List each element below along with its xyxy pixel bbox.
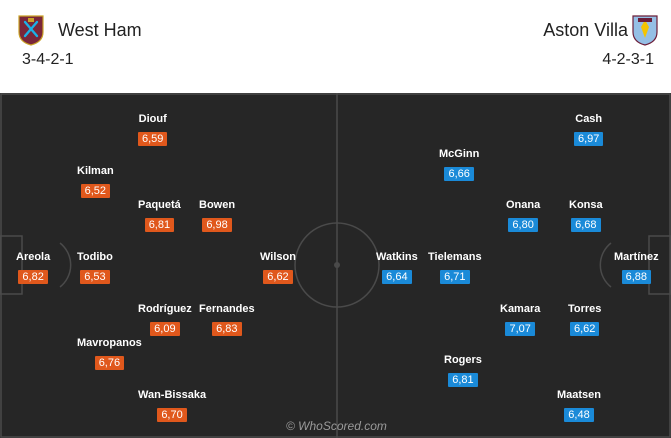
player-cash[interactable]: Cash 6,97 bbox=[574, 113, 604, 147]
player-rating: 6,62 bbox=[263, 270, 293, 284]
pitch-markings bbox=[0, 93, 671, 438]
match-header: West Ham 3-4-2-1 Aston Villa 4-2-3-1 bbox=[0, 0, 671, 93]
whoscored-watermark: © WhoScored.com bbox=[286, 419, 387, 433]
aston-villa-crest-icon bbox=[632, 15, 658, 46]
player-name: McGinn bbox=[439, 148, 480, 160]
player-rating: 6,98 bbox=[202, 218, 232, 232]
player-rating: 6,53 bbox=[80, 270, 110, 284]
player-name: Onana bbox=[506, 199, 541, 211]
player-rating: 6,88 bbox=[621, 270, 652, 284]
player-name: Watkins bbox=[376, 251, 418, 263]
player-rating: 6,81 bbox=[144, 218, 175, 232]
player-kamara[interactable]: Kamara 7,07 bbox=[500, 303, 540, 337]
player-wan-bissaka[interactable]: Wan-Bissaka 6,70 bbox=[138, 389, 206, 423]
player-rating: 6,76 bbox=[94, 356, 125, 370]
player-name: Torres bbox=[568, 303, 602, 315]
player-name: Diouf bbox=[138, 113, 167, 125]
player-torres[interactable]: Torres 6,62 bbox=[568, 303, 601, 337]
player-rating: 6,59 bbox=[138, 132, 168, 146]
player-rating: 7,07 bbox=[505, 322, 535, 336]
player-diouf[interactable]: Diouf 6,59 bbox=[138, 113, 168, 147]
player-name: Maatsen bbox=[557, 389, 602, 401]
player-name: Wan-Bissaka bbox=[138, 389, 207, 401]
player-name: Fernandes bbox=[199, 303, 255, 315]
player-fernandes[interactable]: Fernandes 6,83 bbox=[199, 303, 255, 337]
player-rogers[interactable]: Rogers 6,81 bbox=[444, 354, 482, 388]
player-rating: 6,64 bbox=[382, 270, 412, 284]
player-rating: 6,62 bbox=[570, 322, 600, 336]
player-tielemans[interactable]: Tielemans 6,71 bbox=[428, 251, 482, 285]
player-kilman[interactable]: Kilman 6,52 bbox=[77, 165, 114, 199]
player-name: Todibo bbox=[77, 251, 113, 263]
player-mcginn[interactable]: McGinn 6,66 bbox=[439, 148, 479, 182]
player-mavropanos[interactable]: Mavropanos 6,76 bbox=[77, 337, 142, 371]
player-rating: 6,81 bbox=[448, 373, 478, 387]
player-rating: 6,83 bbox=[212, 322, 242, 336]
pitch: Areola 6,82 Kilman 6,52 Todibo 6,53 Mavr… bbox=[0, 93, 671, 438]
west-ham-crest-icon bbox=[18, 15, 44, 46]
home-formation: 3-4-2-1 bbox=[22, 51, 74, 68]
player-bowen[interactable]: Bowen 6,98 bbox=[199, 199, 235, 233]
player-martinez[interactable]: Martínez 6,88 bbox=[614, 251, 659, 285]
player-rating: 6,71 bbox=[440, 270, 470, 284]
player-name: Martínez bbox=[614, 251, 659, 263]
player-rating: 6,52 bbox=[80, 184, 111, 198]
player-rating: 6,82 bbox=[18, 270, 48, 284]
player-rating: 6,68 bbox=[571, 218, 601, 232]
player-rating: 6,80 bbox=[508, 218, 538, 232]
player-rodriguez[interactable]: Rodríguez 6,09 bbox=[138, 303, 192, 337]
player-name: Bowen bbox=[199, 199, 236, 211]
player-name: Wilson bbox=[260, 251, 296, 263]
player-rating: 6,66 bbox=[444, 167, 474, 181]
player-name: Tielemans bbox=[428, 251, 482, 263]
player-name: Paquetá bbox=[138, 199, 181, 211]
player-name: Rogers bbox=[444, 354, 482, 366]
player-paqueta[interactable]: Paquetá 6,81 bbox=[138, 199, 181, 233]
player-maatsen[interactable]: Maatsen 6,48 bbox=[557, 389, 601, 423]
player-onana[interactable]: Onana 6,80 bbox=[506, 199, 540, 233]
player-wilson[interactable]: Wilson 6,62 bbox=[260, 251, 296, 285]
player-rating: 6,48 bbox=[564, 408, 594, 422]
away-team-name: Aston Villa bbox=[543, 20, 628, 40]
away-formation: 4-2-3-1 bbox=[602, 51, 654, 68]
player-todibo[interactable]: Todibo 6,53 bbox=[77, 251, 113, 285]
player-watkins[interactable]: Watkins 6,64 bbox=[376, 251, 418, 285]
player-rating: 6,70 bbox=[157, 408, 187, 422]
player-name: Rodríguez bbox=[138, 303, 192, 315]
home-team-name: West Ham bbox=[58, 20, 142, 40]
player-rating: 6,09 bbox=[150, 322, 180, 336]
player-name: Mavropanos bbox=[77, 337, 142, 349]
player-name: Areola bbox=[16, 251, 51, 263]
player-name: Konsa bbox=[569, 199, 603, 211]
player-name: Kamara bbox=[500, 303, 541, 315]
player-name: Cash bbox=[575, 113, 603, 125]
player-konsa[interactable]: Konsa 6,68 bbox=[569, 199, 603, 233]
player-rating: 6,97 bbox=[574, 132, 604, 146]
player-areola[interactable]: Areola 6,82 bbox=[16, 251, 50, 285]
player-name: Kilman bbox=[77, 165, 114, 177]
